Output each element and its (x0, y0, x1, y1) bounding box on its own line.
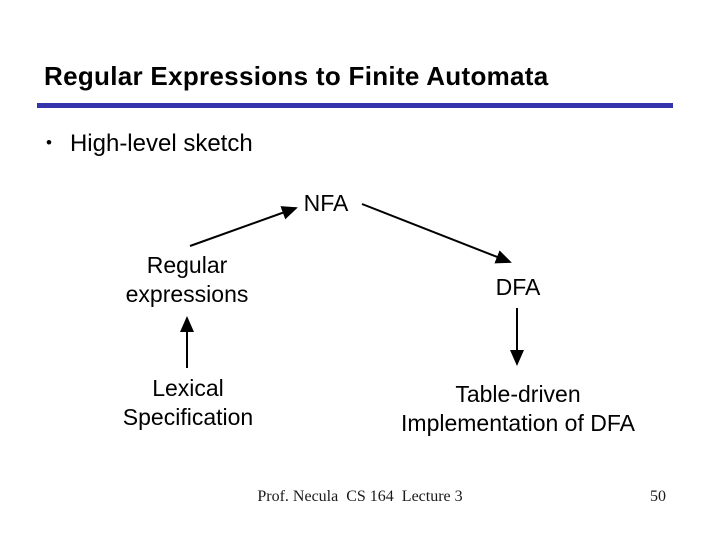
page-number: 50 (650, 488, 666, 505)
node-lexical-specification-line1: Lexical (152, 375, 224, 401)
arrow-nfa-to-dfa (361, 203, 512, 264)
node-regular-expressions: Regular expressions (126, 251, 249, 309)
node-regular-expressions-line2: expressions (125, 281, 249, 307)
node-lexical-specification-line2: Specification (122, 404, 254, 430)
node-lexical-specification: Lexical Specification (123, 374, 253, 432)
bullet-text: High-level sketch (69, 130, 253, 157)
bullet-marker-icon: • (46, 133, 52, 152)
page-title: Regular Expressions to Finite Automata (44, 61, 549, 91)
node-dfa: DFA (495, 274, 541, 300)
bullet-item: • High-level sketch (46, 130, 253, 158)
node-nfa: NFA (303, 190, 349, 216)
node-regular-expressions-line1: Regular (146, 252, 228, 278)
node-table-driven-implementation-line1: Table-driven (455, 381, 581, 407)
footer-credit: Prof. Necula CS 164 Lecture 3 (257, 488, 463, 505)
node-table-driven-implementation-line2: Implementation of DFA (401, 410, 635, 436)
title-underline (37, 103, 673, 108)
arrow-regex-to-nfa (189, 206, 298, 247)
node-table-driven-implementation: Table-driven Implementation of DFA (401, 380, 635, 438)
